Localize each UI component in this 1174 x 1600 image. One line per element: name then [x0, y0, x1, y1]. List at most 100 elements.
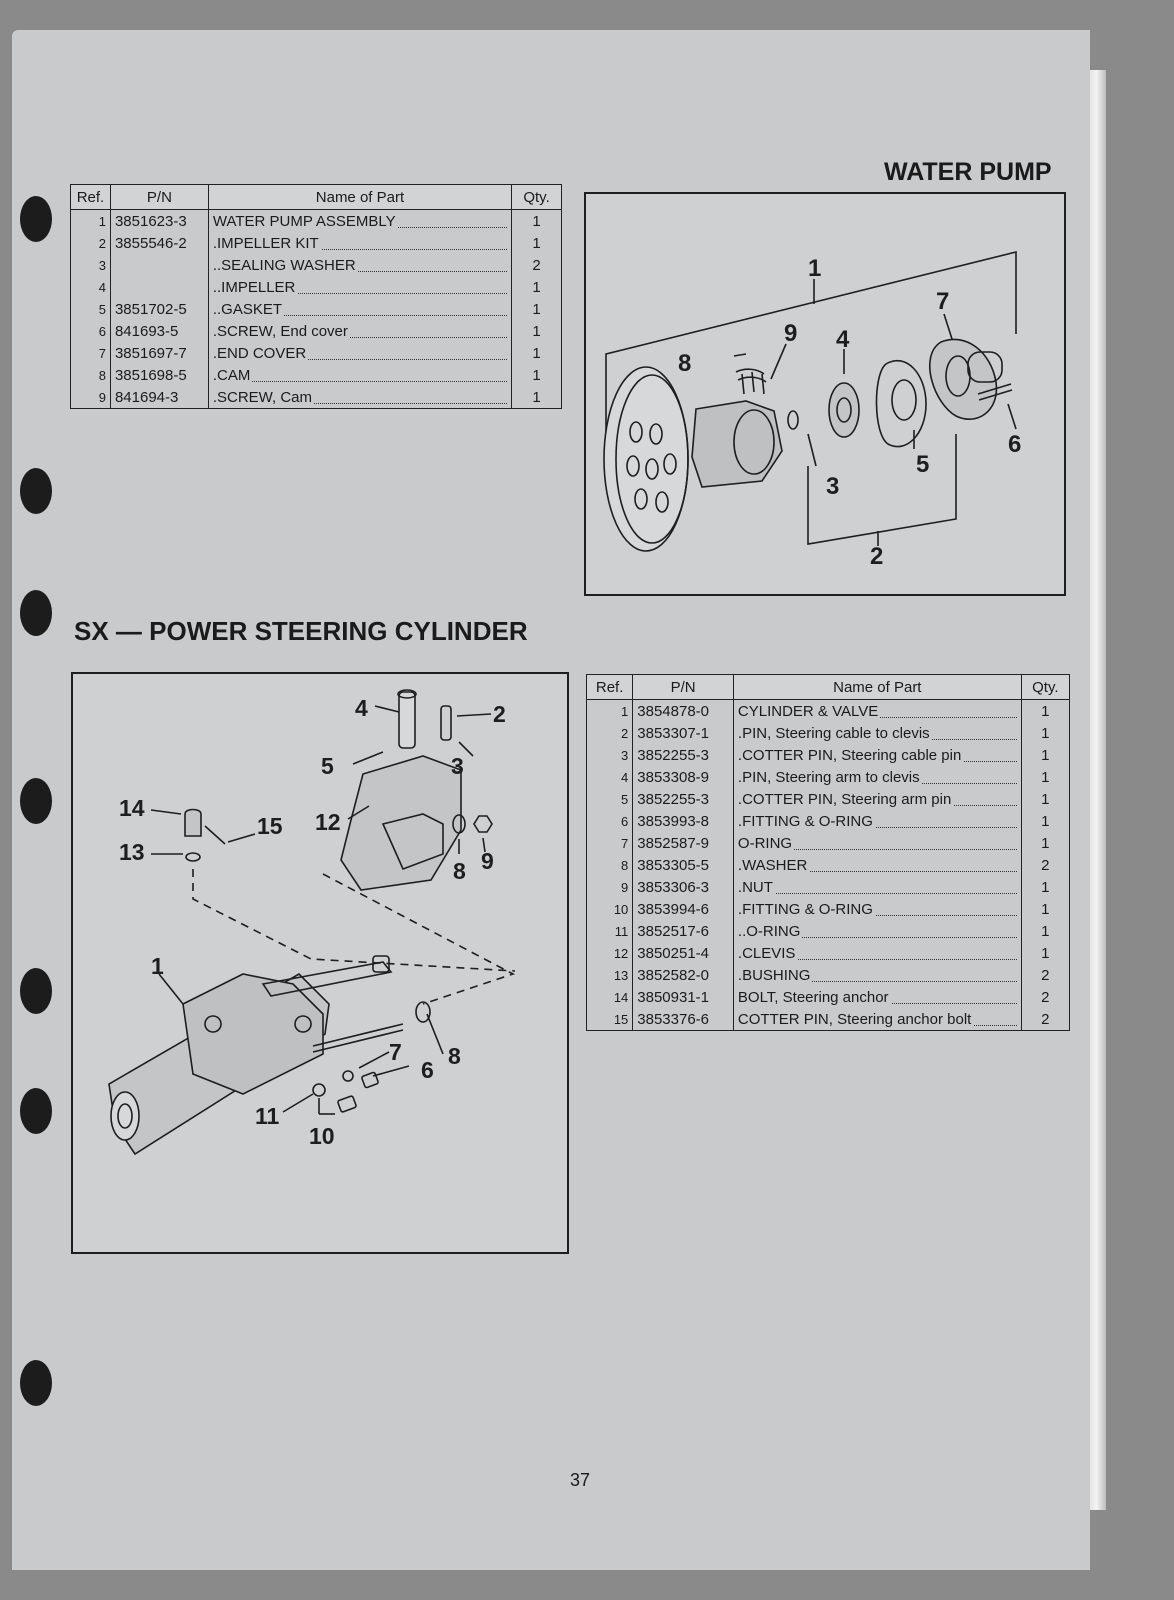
part-name-text: ..SEALING WASHER [212, 256, 358, 274]
quantity-cell: 1 [1020, 942, 1071, 964]
ref-cell: 12 [585, 942, 634, 964]
callout-7: 7 [936, 288, 949, 315]
part-name-cell: .COTTER PIN, Steering arm pin [732, 788, 1022, 810]
callout-4: 4 [355, 695, 368, 721]
pn-header: P/N [109, 184, 209, 210]
part-name-cell: COTTER PIN, Steering anchor bolt [732, 1008, 1022, 1031]
part-name-text: ..IMPELLER [212, 278, 298, 296]
part-number-cell: 3852517-6 [632, 920, 734, 942]
dot-leader [737, 849, 1017, 850]
quantity-cell: 2 [1020, 854, 1071, 876]
part-name-cell: .SCREW, Cam [207, 386, 513, 409]
part-number-cell: 3851702-5 [109, 298, 209, 320]
quantity-cell: 2 [1020, 964, 1071, 986]
part-name-text: .CLEVIS [737, 944, 798, 962]
ref-cell: 2 [70, 232, 111, 254]
part-name-text: O-RING [737, 834, 795, 852]
binder-hole [20, 590, 52, 636]
quantity-cell: 1 [511, 320, 562, 342]
part-number-cell: 3853305-5 [632, 854, 734, 876]
callout-9: 9 [481, 848, 494, 874]
part-number-cell: 3850931-1 [632, 986, 734, 1008]
quantity-cell: 1 [1020, 898, 1071, 920]
quantity-cell: 1 [511, 386, 562, 409]
part-name-cell: WATER PUMP ASSEMBLY [207, 209, 513, 232]
part-number-cell: 3851698-5 [109, 364, 209, 386]
part-name-cell: BOLT, Steering anchor [732, 986, 1022, 1008]
dot-leader [212, 403, 508, 404]
quantity-cell: 1 [1020, 876, 1071, 898]
part-name-cell: .CAM [207, 364, 513, 386]
quantity-cell: 1 [511, 276, 562, 298]
ref-cell: 15 [585, 1008, 634, 1031]
dot-leader [737, 937, 1017, 938]
part-name-text: CYLINDER & VALVE [737, 702, 881, 720]
callout-9: 9 [784, 320, 797, 347]
part-name-cell: O-RING [732, 832, 1022, 854]
quantity-cell: 1 [511, 298, 562, 320]
dot-leader [212, 359, 508, 360]
ref-header: Ref. [70, 184, 111, 210]
part-number-cell: 3853308-9 [632, 766, 734, 788]
part-name-text: .NUT [737, 878, 775, 896]
dot-leader [212, 271, 508, 272]
part-number-cell [109, 254, 209, 276]
callout-8: 8 [678, 350, 691, 377]
part-number-cell [109, 276, 209, 298]
dot-leader [737, 915, 1017, 916]
quantity-cell: 1 [511, 209, 562, 232]
part-name-text: .FITTING & O-RING [737, 900, 875, 918]
binder-hole [20, 468, 52, 514]
part-name-cell: .BUSHING [732, 964, 1022, 986]
part-name-text: ..O-RING [737, 922, 803, 940]
quantity-cell: 2 [1020, 986, 1071, 1008]
power-steering-title: SX — POWER STEERING CYLINDER [74, 616, 528, 646]
binder-hole [20, 196, 52, 242]
callout-1: 1 [151, 953, 164, 979]
part-name-text: .BUSHING [737, 966, 813, 984]
callout-4: 4 [836, 326, 850, 353]
dot-leader [212, 293, 508, 294]
quantity-cell: 1 [1020, 722, 1071, 744]
part-number-cell: 3852255-3 [632, 744, 734, 766]
quantity-cell: 1 [1020, 788, 1071, 810]
ref-cell: 5 [585, 788, 634, 810]
part-name-text: COTTER PIN, Steering anchor bolt [737, 1010, 974, 1028]
callout-2: 2 [493, 701, 506, 727]
dot-leader [737, 871, 1017, 872]
part-number-cell: 3852587-9 [632, 832, 734, 854]
ref-cell: 6 [585, 810, 634, 832]
page-number: 37 [570, 1470, 591, 1490]
part-name-cell: .IMPELLER KIT [207, 232, 513, 254]
callout-13: 13 [119, 839, 145, 865]
ref-cell: 9 [585, 876, 634, 898]
callout-5: 5 [321, 753, 334, 779]
part-name-text: .CAM [212, 366, 253, 384]
ref-cell: 2 [585, 722, 634, 744]
part-name-cell: ..O-RING [732, 920, 1022, 942]
water-pump-drawing: 1 2 3 4 5 6 7 8 9 [603, 250, 1021, 570]
part-number-cell: 3851623-3 [109, 209, 209, 232]
callout-12: 12 [315, 809, 341, 835]
callout-5: 5 [916, 451, 929, 478]
part-name-text: WATER PUMP ASSEMBLY [212, 212, 398, 230]
quantity-cell: 2 [1020, 1008, 1071, 1031]
callout-8: 8 [448, 1043, 461, 1069]
quantity-cell: 1 [1020, 744, 1071, 766]
dot-leader [212, 249, 508, 250]
callout-2: 2 [870, 543, 883, 570]
part-name-cell: .SCREW, End cover [207, 320, 513, 342]
binder-hole [20, 1360, 52, 1406]
binder-hole [20, 968, 52, 1014]
